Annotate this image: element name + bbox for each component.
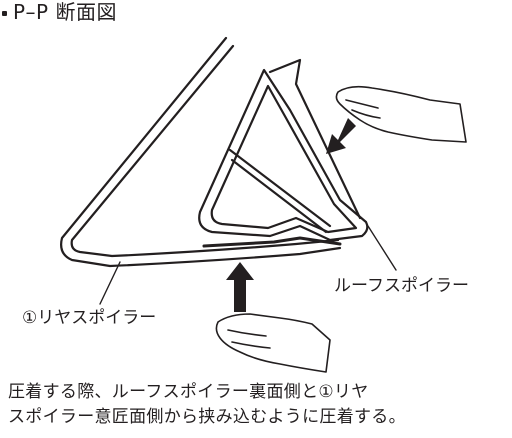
rear-spoiler-outer xyxy=(60,36,342,268)
bullet-icon xyxy=(2,11,7,16)
arrow-down-left-icon xyxy=(326,118,356,154)
roof-spoiler-outer xyxy=(198,68,369,242)
roof-spoiler-flap xyxy=(268,58,362,220)
hand-lower-icon xyxy=(215,313,331,373)
leader-line-roof xyxy=(367,225,397,271)
roof-spoiler-label: ルーフスポイラー xyxy=(334,276,469,296)
hand-upper-icon xyxy=(335,85,467,143)
roof-spoiler-rib-2 xyxy=(230,158,328,234)
arrow-up-icon xyxy=(226,262,254,312)
rear-spoiler-label: ①リヤスポイラー xyxy=(22,308,157,328)
roof-spoiler-inner xyxy=(210,84,358,234)
section-title: P–P 断面図 xyxy=(0,0,117,24)
caption-line-2: スポイラー意匠面側から挟み込むように圧着する。 xyxy=(8,407,406,427)
roof-spoiler-rib xyxy=(228,148,332,228)
rear-spoiler-inner xyxy=(70,44,340,258)
caption-line-1: 圧着する際、ルーフスポイラー裏面側と①リヤ xyxy=(8,382,369,402)
instruction-caption: 圧着する際、ルーフスポイラー裏面側と①リヤ スポイラー意匠面側から挟み込むように… xyxy=(8,380,508,430)
adhesive-tape xyxy=(202,236,342,248)
section-title-text: P–P 断面図 xyxy=(13,0,117,24)
leader-line-rear xyxy=(99,261,121,305)
